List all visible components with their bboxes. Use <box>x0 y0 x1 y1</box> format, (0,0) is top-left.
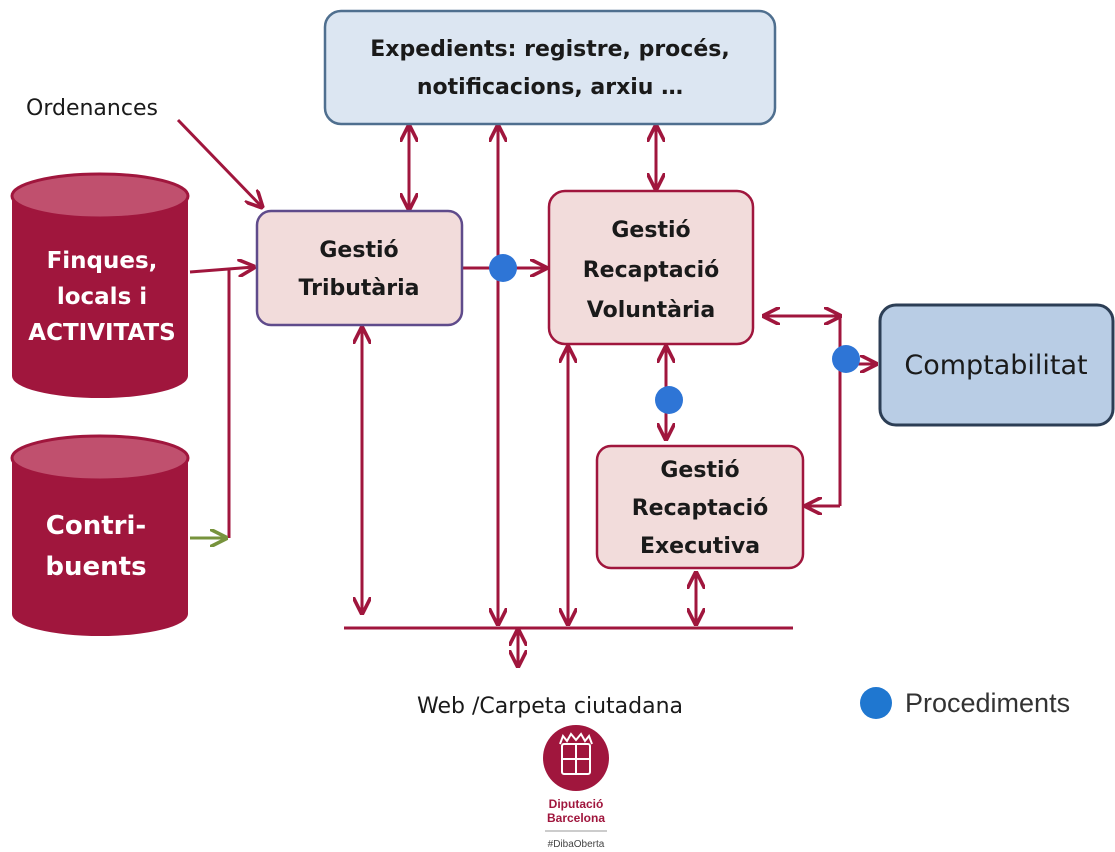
expedients-label-line2: notificacions, arxiu … <box>417 75 683 100</box>
expedients-label-line1: Expedients: registre, procés, <box>370 37 729 62</box>
expedients-box: Expedients: registre, procés, notificaci… <box>323 9 777 126</box>
database-finques: Finques, locals i ACTIVITATS <box>10 172 190 398</box>
legend: Procediments <box>860 687 1070 719</box>
gestio-recaptacio-voluntaria-box: Gestió Recaptació Voluntària <box>547 189 755 346</box>
voluntaria-label-line2: Recaptació <box>583 258 720 283</box>
logo-tag: #DibaOberta <box>548 839 605 850</box>
gestio-recaptacio-executiva-box: Gestió Recaptació Executiva <box>595 444 805 570</box>
logo-crest-icon <box>559 732 593 775</box>
legend-label: Procediments <box>905 688 1070 718</box>
diputacio-barcelona-logo: Diputació Barcelona #DibaOberta <box>543 725 609 850</box>
logo-text-line1: Diputació <box>549 797 604 811</box>
comptabilitat-box: Comptabilitat <box>878 303 1115 427</box>
legend-dot <box>860 687 892 719</box>
voluntaria-label-line3: Voluntària <box>587 298 715 323</box>
finques-label-line1: Finques, <box>47 248 158 274</box>
executiva-label-line1: Gestió <box>660 458 739 483</box>
tributaria-label-line2: Tributària <box>299 276 420 301</box>
ordenances-label: Ordenances <box>26 96 158 121</box>
procedure-dot-tributaria-voluntaria <box>489 254 517 282</box>
database-contribuents: Contri- buents <box>10 434 190 636</box>
contribuents-label-line1: Contri- <box>46 511 146 541</box>
arrow-ordenances-to-tributaria <box>176 118 262 207</box>
tributaria-label-line1: Gestió <box>319 238 398 263</box>
executiva-label-line3: Executiva <box>640 534 760 559</box>
finques-label-line2: locals i <box>57 284 147 310</box>
procedure-dot-comptabilitat <box>832 345 860 373</box>
connectors <box>176 118 876 666</box>
finques-label-line3: ACTIVITATS <box>28 320 175 346</box>
logo-text-line2: Barcelona <box>547 811 605 825</box>
voluntaria-label-line1: Gestió <box>611 218 690 243</box>
procedure-dot-voluntaria-executiva <box>655 386 683 414</box>
comptabilitat-label: Comptabilitat <box>904 350 1087 381</box>
arrow-finques-to-tributaria <box>189 267 254 272</box>
executiva-label-line2: Recaptació <box>632 496 769 521</box>
gestio-tributaria-box: Gestió Tributària <box>255 209 464 327</box>
web-carpeta-label: Web /Carpeta ciutadana <box>417 694 683 719</box>
contribuents-label-line2: buents <box>45 552 146 582</box>
